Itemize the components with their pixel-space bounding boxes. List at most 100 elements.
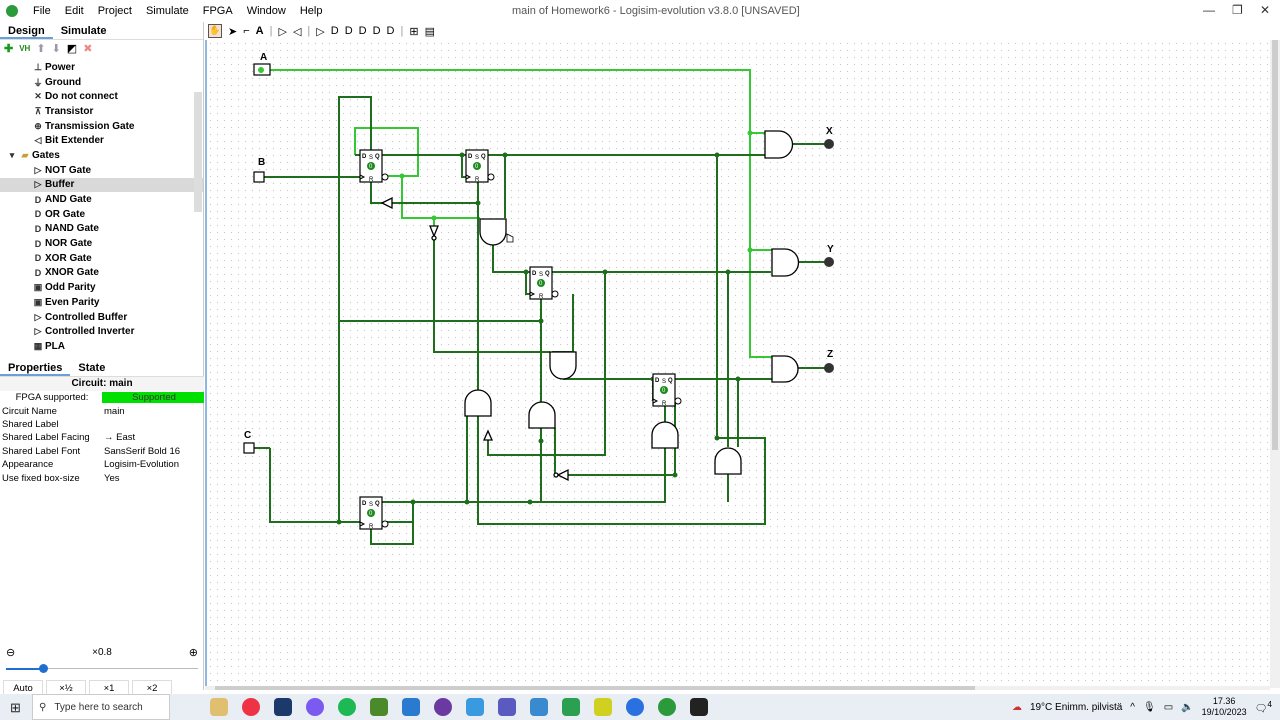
tree-item[interactable]: ✕Do not connect <box>0 89 203 104</box>
steam-icon[interactable] <box>274 698 292 716</box>
messenger-icon[interactable] <box>306 698 324 716</box>
tab-simulate[interactable]: Simulate <box>60 25 107 37</box>
ableton-live-icon[interactable] <box>594 698 612 716</box>
input-pin-c[interactable] <box>243 442 255 454</box>
and-gate-y[interactable] <box>771 248 800 277</box>
menu-simulate[interactable]: Simulate <box>145 5 189 17</box>
app-icon[interactable] <box>562 698 580 716</box>
sr-flip-flop[interactable]: D S Q R 0 <box>465 149 495 183</box>
and-gate[interactable] <box>549 351 577 380</box>
volume-icon[interactable]: 🔈 <box>1181 701 1194 713</box>
and-gate-tool-icon[interactable]: D <box>330 25 339 37</box>
property-row[interactable]: FPGA supported:Supported <box>0 391 204 404</box>
and-gate[interactable] <box>479 218 507 246</box>
weather-text[interactable]: 19°C Enimm. pilvistä <box>1029 701 1123 713</box>
input-pin-tool-icon[interactable]: ▷ <box>278 25 287 38</box>
network-icon[interactable]: ▭ <box>1163 701 1174 713</box>
tree-item[interactable]: ⊼Transistor <box>0 104 203 119</box>
and-gate-x[interactable] <box>764 130 794 159</box>
tree-item-gate[interactable]: ▦PLA <box>0 339 203 352</box>
menu-help[interactable]: Help <box>299 5 323 17</box>
nvidia-icon[interactable] <box>690 698 708 716</box>
input-pin-b[interactable] <box>253 171 265 183</box>
sr-flip-flop[interactable]: D S Q R 0 <box>529 266 559 300</box>
spotify-icon[interactable] <box>338 698 356 716</box>
app-icon[interactable] <box>466 698 484 716</box>
and-gate[interactable] <box>651 421 679 449</box>
app-icon[interactable] <box>626 698 644 716</box>
tree-item-gate[interactable]: ▷Controlled Buffer <box>0 310 203 325</box>
tree-item-gate[interactable]: ▣Even Parity <box>0 295 203 310</box>
close-button[interactable]: ✕ <box>1260 3 1271 17</box>
microphone-icon[interactable]: 🎙 <box>1143 701 1156 713</box>
or-gate-tool-icon[interactable]: D <box>344 25 353 37</box>
circuit-appearance-icon[interactable]: ▤ <box>424 25 435 38</box>
windows-start-icon[interactable]: ⊞ <box>10 700 21 715</box>
logisim-taskbar-icon[interactable] <box>658 698 676 716</box>
nand-gate-tool-icon[interactable]: D <box>372 25 381 37</box>
tree-item-gate[interactable]: ▷NOT Gate <box>0 163 203 178</box>
select-tool-icon[interactable]: ➤ <box>228 25 238 38</box>
menu-window[interactable]: Window <box>246 5 286 17</box>
and-gate-z[interactable] <box>771 355 799 383</box>
tree-item[interactable]: ⊕Transmission Gate <box>0 119 203 134</box>
not-gate[interactable] <box>429 225 439 238</box>
tree-item[interactable]: ⊥Power <box>0 60 203 75</box>
add-circuit-icon[interactable]: ✚ <box>4 42 14 55</box>
not-gate-tool-icon[interactable]: ▷ <box>316 25 325 38</box>
tree-item-gate[interactable]: ▣Odd Parity <box>0 280 203 295</box>
menu-file[interactable]: File <box>33 5 51 17</box>
add-pin-icon[interactable]: ⊞ <box>409 25 419 38</box>
tab-state[interactable]: State <box>78 362 106 374</box>
sr-flip-flop[interactable]: D S Q R 0 <box>359 496 389 530</box>
vertical-scrollbar-thumb[interactable] <box>1272 40 1278 450</box>
xor-gate-tool-icon[interactable]: D <box>358 25 367 37</box>
text-tool-icon[interactable]: A <box>255 25 264 37</box>
vscode-icon[interactable] <box>402 698 420 716</box>
property-value[interactable]: main <box>104 405 125 417</box>
tree-folder-gates[interactable]: ▾▰Gates <box>0 148 203 163</box>
tree-scrollbar[interactable] <box>194 92 202 212</box>
menu-fpga[interactable]: FPGA <box>202 5 233 17</box>
and-gate[interactable] <box>464 389 492 417</box>
teams-icon[interactable] <box>498 698 516 716</box>
output-pin-tool-icon[interactable]: ◁ <box>292 25 302 38</box>
minecraft-icon[interactable] <box>370 698 388 716</box>
zoom-slider-thumb[interactable] <box>39 664 49 673</box>
move-down-icon[interactable]: ⬇ <box>51 42 61 55</box>
tab-design[interactable]: Design <box>0 22 53 39</box>
chrome-icon[interactable] <box>242 698 260 716</box>
property-row[interactable]: Shared Label Facing→ East <box>0 431 204 444</box>
zoom-out-icon[interactable]: ⊖ <box>6 646 16 659</box>
tab-properties[interactable]: Properties <box>0 359 71 376</box>
tree-item[interactable]: ◁Bit Extender <box>0 133 203 148</box>
not-gate[interactable] <box>556 468 569 482</box>
tree-item-gate[interactable]: ▷Buffer <box>0 177 203 193</box>
menu-project[interactable]: Project <box>97 5 132 17</box>
chevron-up-icon[interactable]: ^ <box>1130 701 1135 713</box>
property-row[interactable]: Shared Label <box>0 418 204 431</box>
menu-edit[interactable]: Edit <box>64 5 84 17</box>
property-value[interactable]: Logisim-Evolution <box>104 459 179 471</box>
property-value[interactable]: Yes <box>104 472 120 484</box>
nor-gate-tool-icon[interactable]: D <box>386 25 395 37</box>
taskbar-search[interactable]: ⚲ Type here to search <box>32 694 170 720</box>
property-value[interactable]: → East <box>104 432 136 444</box>
sr-flip-flop[interactable]: D S Q R 0 <box>359 149 389 183</box>
app-icon[interactable] <box>530 698 548 716</box>
vhdl-icon[interactable]: VH <box>19 43 31 53</box>
property-value[interactable]: SansSerif Bold 16 <box>104 445 181 457</box>
delete-icon[interactable]: ✖ <box>83 42 93 55</box>
tree-item-gate[interactable]: ▷Controlled Inverter <box>0 324 203 339</box>
minimize-button[interactable]: — <box>1203 3 1215 17</box>
